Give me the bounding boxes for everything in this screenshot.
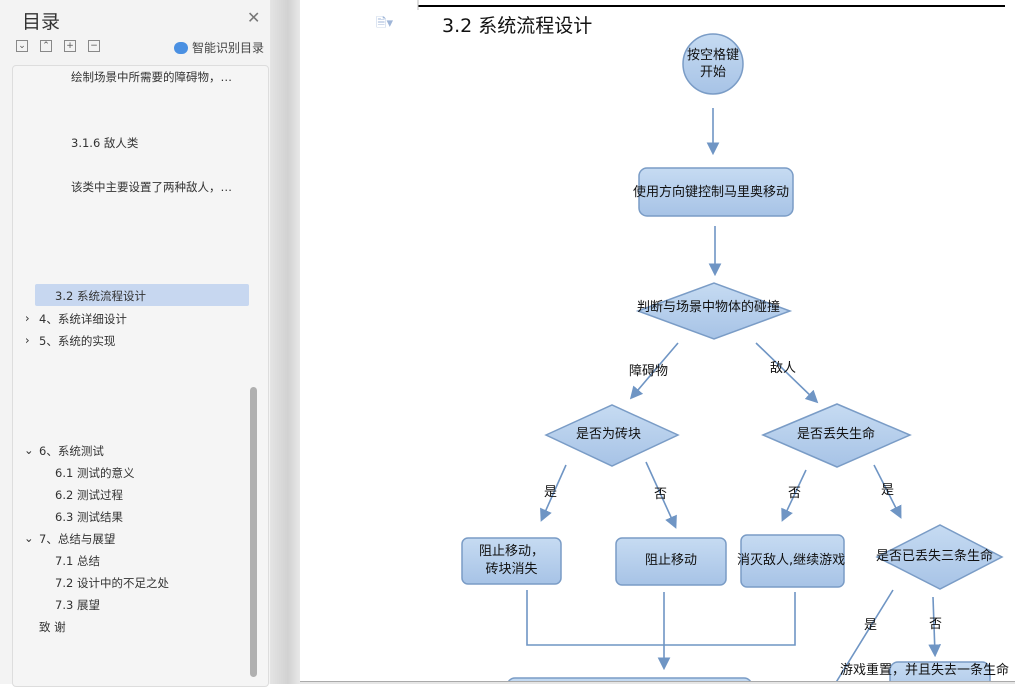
obstacle-label: 障碍物 [629,364,669,379]
expand-all-icon[interactable]: ⌄ [16,40,28,52]
stop-node [615,537,727,586]
remove-icon[interactable]: − [88,40,100,52]
collapse-all-icon[interactable]: ⌃ [40,40,52,52]
toc-title: 目录 [22,11,61,33]
kill-enemy-label: 消灭敌人,继续游戏 [737,553,846,568]
kill-enemy-node [740,534,845,588]
stop-break-node [461,537,562,585]
toc-item[interactable]: 5、系统的实现 [39,334,116,348]
toc-item[interactable]: 3.1.6 敌人类 [71,136,139,150]
no-label: 否 [788,486,802,501]
lost-life-decision [761,403,912,468]
close-icon[interactable]: ✕ [247,8,261,27]
chevron-right-icon[interactable]: › [25,311,30,325]
smart-toc-label: 智能识别目录 [192,41,265,55]
move-label: 使用方向键控制马里奥移动 [633,185,790,200]
collision-decision [635,282,793,340]
no-label: 否 [929,617,943,632]
start-label-line: 按空格键 [686,48,739,63]
toc-sidebar: 目录 ✕ ⌄ ⌃ + − 智能识别目录 绘制场景中所需要的障碍物，… 3.1.6… [0,0,270,687]
toc-item[interactable]: 7.3 展望 [55,598,100,612]
merge-line [526,590,796,646]
stop-label: 阻止移动 [644,553,697,568]
toc-item[interactable]: 绘制场景中所需要的障碍物，… [71,70,232,84]
toc-item[interactable]: 7、总结与展望 [39,532,116,546]
move-node [638,167,794,217]
yes-label: 是 [881,483,895,498]
arrow [873,464,902,519]
arrow [834,589,894,684]
arrow [755,342,819,404]
stop-break-label: 阻止移动， 砖块消失 [462,543,561,579]
toc-item[interactable]: 该类中主要设置了两种敌人，… [71,180,232,194]
arrow [629,342,679,400]
smart-icon [174,42,188,54]
brick-label: 是否为砖块 [576,427,642,442]
arrow [645,461,677,529]
toc-item[interactable]: 7.2 设计中的不足之处 [55,576,169,590]
three-lives-decision [875,524,1004,590]
stop-break-line: 砖块消失 [485,562,538,577]
no-label: 否 [654,487,668,502]
add-icon[interactable]: + [64,40,76,52]
chevron-right-icon[interactable]: › [25,333,30,347]
brick-decision [544,404,680,467]
toc-item[interactable]: 6、系统测试 [39,444,104,458]
lost-life-label: 是否丢失生命 [797,427,876,442]
toc-item[interactable]: 4、系统详细设计 [39,312,127,326]
enemy-label: 敌人 [770,361,797,376]
stop-break-line: 阻止移动， [478,544,544,559]
start-node [682,33,744,95]
panel-divider[interactable] [270,0,300,684]
yes-label: 是 [544,485,558,500]
toc-item-selected[interactable]: 3.2 系统流程设计 [35,284,249,306]
smart-toc-button[interactable]: 智能识别目录 [174,39,264,56]
three-lives-label: 是否已丢失三条生命 [876,549,994,564]
document-icon[interactable]: 🗎▾ [376,16,393,31]
yes-label: 是 [864,618,878,633]
toc-item[interactable]: 7.1 总结 [55,554,100,568]
toc-item[interactable]: 6.3 测试结果 [55,510,123,524]
arrow [540,464,567,522]
section-heading: 3.2 系统流程设计 [442,15,593,37]
chevron-down-icon[interactable]: ⌄ [24,443,34,457]
collision-label: 判断与场景中物体的碰撞 [637,300,781,315]
toc-list [12,65,269,687]
status-bar-edge [300,681,1015,684]
toc-item[interactable]: 6.1 测试的意义 [55,466,135,480]
toc-item[interactable]: 6.2 测试过程 [55,488,123,502]
toc-scrollbar[interactable] [250,387,257,677]
chevron-down-icon[interactable]: ⌄ [24,531,34,545]
reset-label: 游戏重置，并且失去一条生命 [840,663,1010,678]
arrow [781,469,807,522]
start-label-line: 开始 [699,65,726,80]
arrow [928,596,942,658]
toc-item[interactable]: 致 谢 [39,620,66,634]
start-label: 按空格键开始 [683,47,743,81]
